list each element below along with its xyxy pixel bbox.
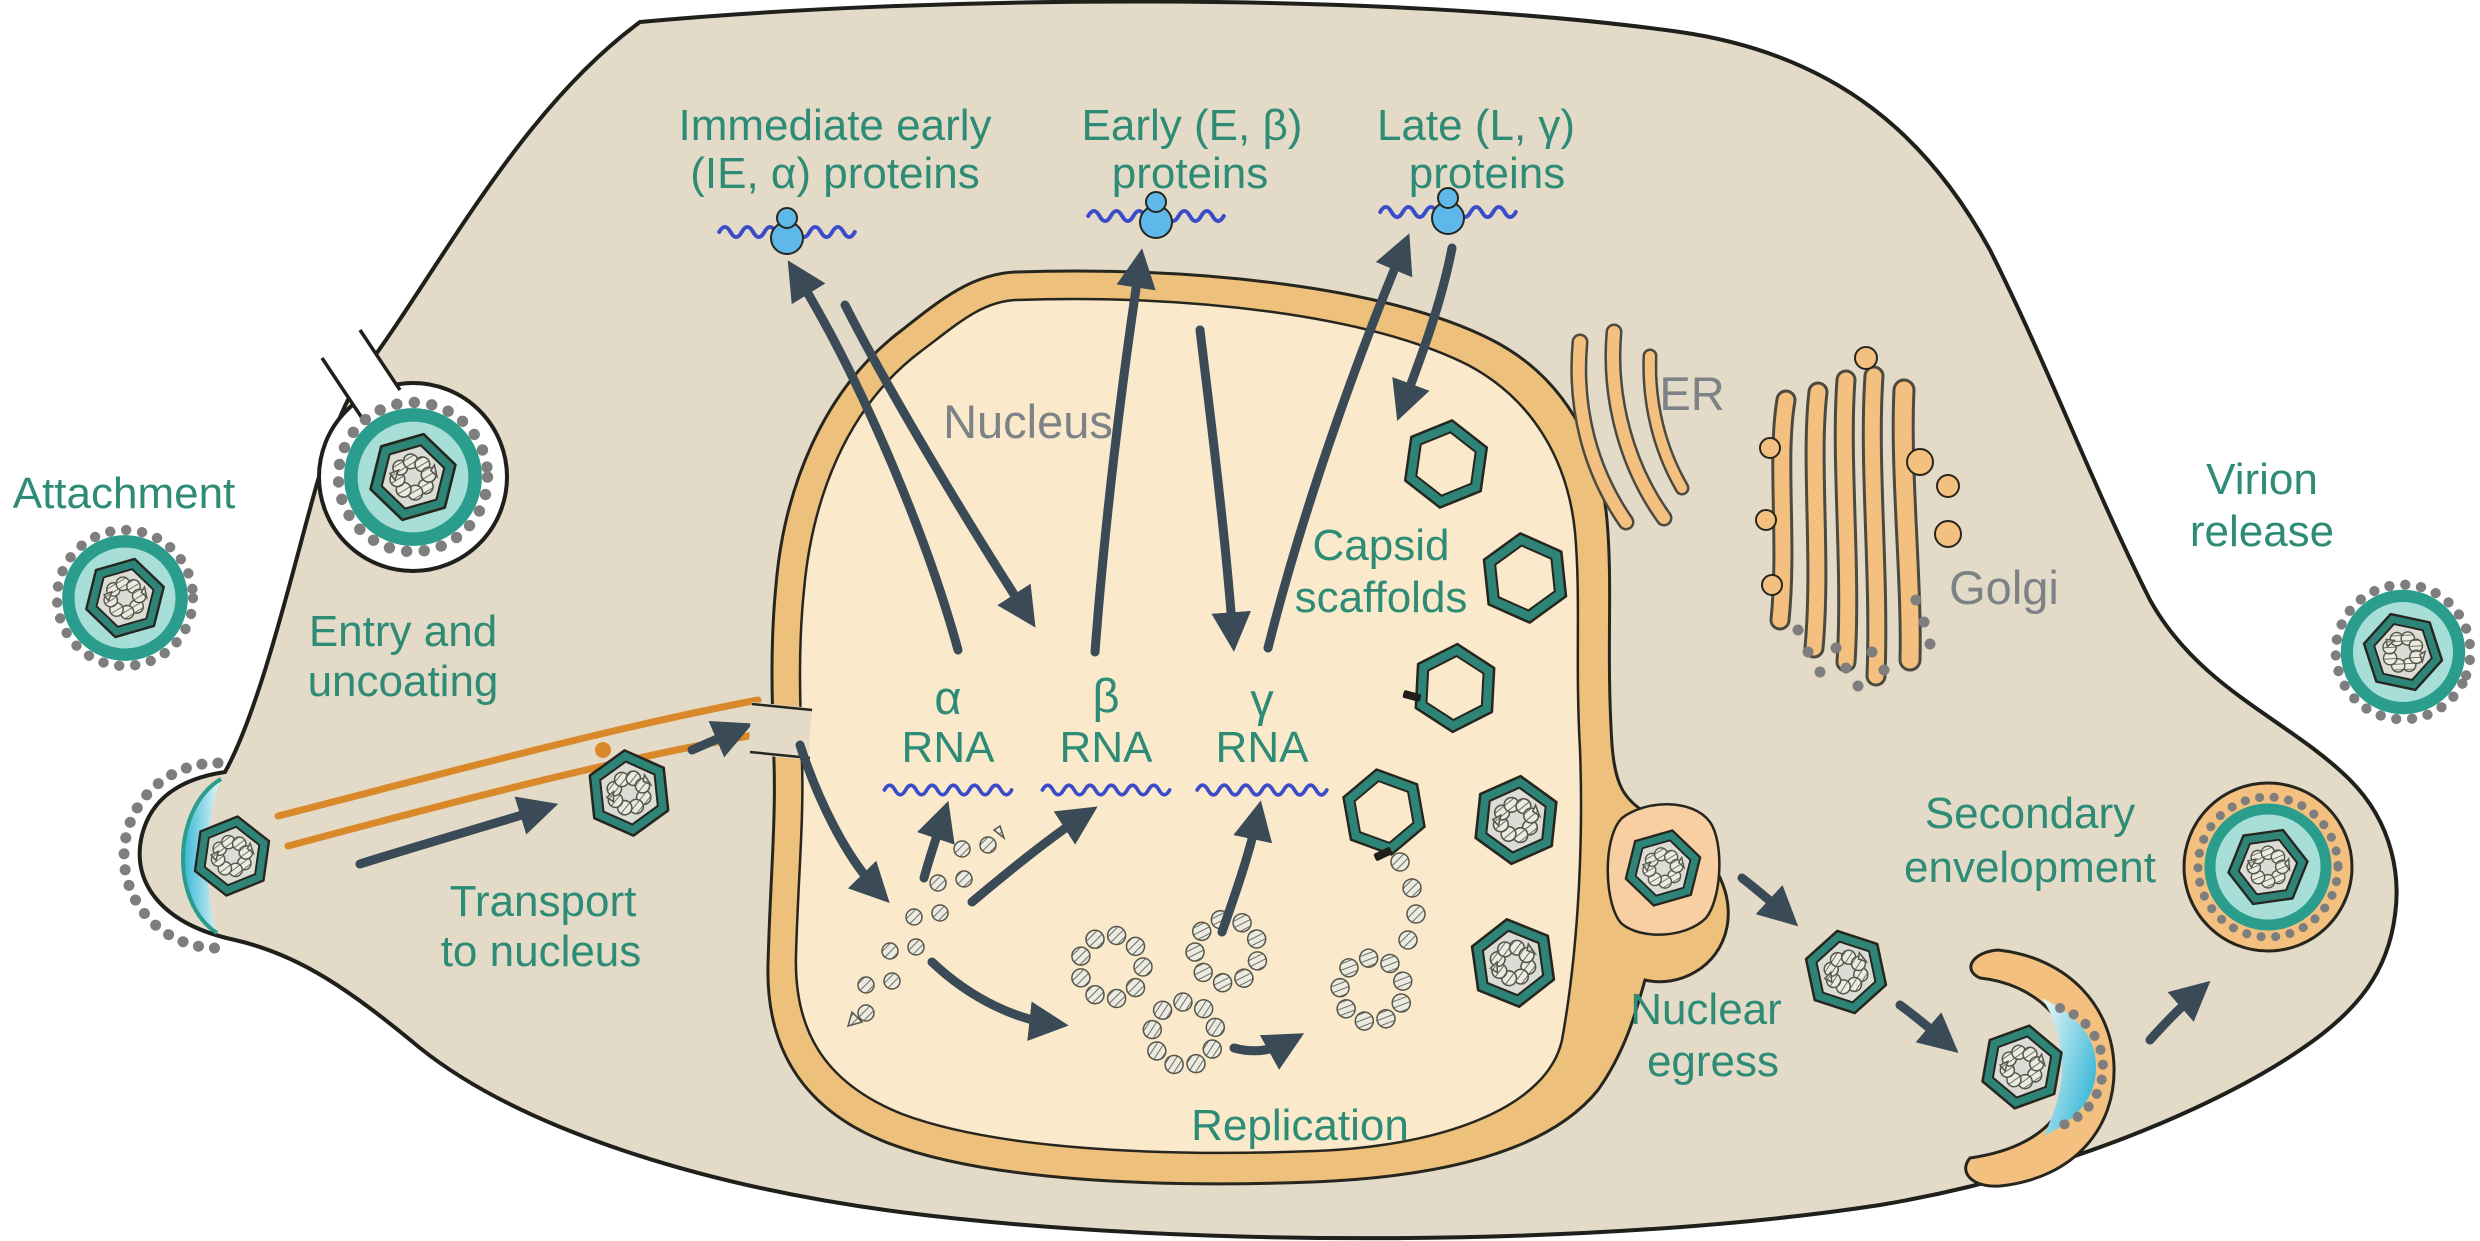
capsid-portal bbox=[1373, 847, 1393, 861]
arrow-circles-to-gamma bbox=[1217, 800, 1273, 937]
attachment-label: Attachment bbox=[13, 469, 236, 518]
wrapping-vesicle bbox=[1964, 948, 2116, 1188]
nuclear-egress-label-1: Nuclear bbox=[1630, 985, 1782, 1034]
arrow-transport bbox=[355, 796, 559, 869]
arrow-alpha-to-ie bbox=[787, 260, 963, 655]
capsid-portal bbox=[1402, 690, 1422, 702]
early-proteins-label-2: proteins bbox=[1112, 149, 1269, 198]
arrow-dna-to-circles bbox=[927, 957, 1069, 1041]
arrow-egress-1 bbox=[1737, 873, 1799, 927]
endoplasmic-reticulum bbox=[1570, 323, 1690, 531]
ie-proteins-label-1: Immediate early bbox=[678, 101, 991, 150]
transport-label-1: Transport bbox=[450, 877, 637, 926]
dna-packaging-tail bbox=[1390, 852, 1426, 950]
secondary-envelopment-label-1: Secondary bbox=[1925, 789, 2135, 838]
golgi-label: Golgi bbox=[1949, 561, 2059, 614]
arrow-early-to-nucleus bbox=[1195, 325, 1251, 652]
enveloped-virion bbox=[2182, 781, 2354, 953]
alpha-rna-label: RNA bbox=[902, 723, 996, 772]
arrow-beta-to-early bbox=[1090, 248, 1156, 657]
beta-rna-label: RNA bbox=[1060, 723, 1154, 772]
golgi-vesicle-dots bbox=[1792, 594, 1936, 692]
capsid-scaffolds-label-1: Capsid bbox=[1313, 521, 1450, 570]
entry-label-2: uncoating bbox=[308, 657, 499, 706]
attachment-virion bbox=[57, 530, 193, 666]
arrow-dna-to-beta bbox=[967, 806, 1098, 907]
transport-label-2: to nucleus bbox=[441, 927, 642, 976]
capsid-scaffolds-label-2: scaffolds bbox=[1295, 573, 1468, 622]
nucleoplasm bbox=[794, 297, 1583, 1155]
arrow-to-pore bbox=[687, 720, 753, 758]
arrow-to-enveloped bbox=[2145, 980, 2211, 1045]
arrow-egress-2 bbox=[1895, 1000, 1959, 1054]
virion-release-label-2: release bbox=[2190, 507, 2334, 556]
er-label: ER bbox=[1659, 367, 1724, 420]
late-proteins-label-2: proteins bbox=[1409, 149, 1566, 198]
virion-release-label-1: Virion bbox=[2206, 455, 2318, 504]
released-virion bbox=[2312, 561, 2480, 743]
beta-rna-symbol: β bbox=[1092, 669, 1119, 722]
arrow-circle-to-rolling bbox=[1229, 1033, 1305, 1070]
arrow-ie-to-nucleus bbox=[840, 300, 1036, 628]
nucleus-label: Nucleus bbox=[943, 395, 1113, 448]
late-proteins-label-1: Late (L, γ) bbox=[1377, 101, 1575, 150]
arrow-late-to-scaffolds bbox=[1392, 243, 1457, 422]
golgi-apparatus bbox=[1755, 346, 1962, 692]
nuclear-egress-label-2: egress bbox=[1647, 1037, 1779, 1086]
viral-dna-linear bbox=[846, 824, 1006, 1028]
alpha-rna-symbol: α bbox=[934, 671, 961, 724]
gamma-rna-label: RNA bbox=[1216, 723, 1310, 772]
ie-proteins-label-2: (IE, α) proteins bbox=[690, 149, 980, 198]
arrow-dna-to-alpha bbox=[917, 800, 955, 883]
arrow-gamma-to-late bbox=[1263, 233, 1413, 653]
replication-label: Replication bbox=[1191, 1101, 1409, 1150]
gamma-rna-symbol: γ bbox=[1250, 673, 1274, 726]
early-proteins-label-1: Early (E, β) bbox=[1082, 101, 1303, 150]
motor-protein bbox=[595, 742, 611, 758]
secondary-envelopment-label-2: envelopment bbox=[1904, 843, 2156, 892]
entry-label-1: Entry and bbox=[309, 607, 497, 656]
arrow-pore-to-dna bbox=[795, 740, 890, 903]
